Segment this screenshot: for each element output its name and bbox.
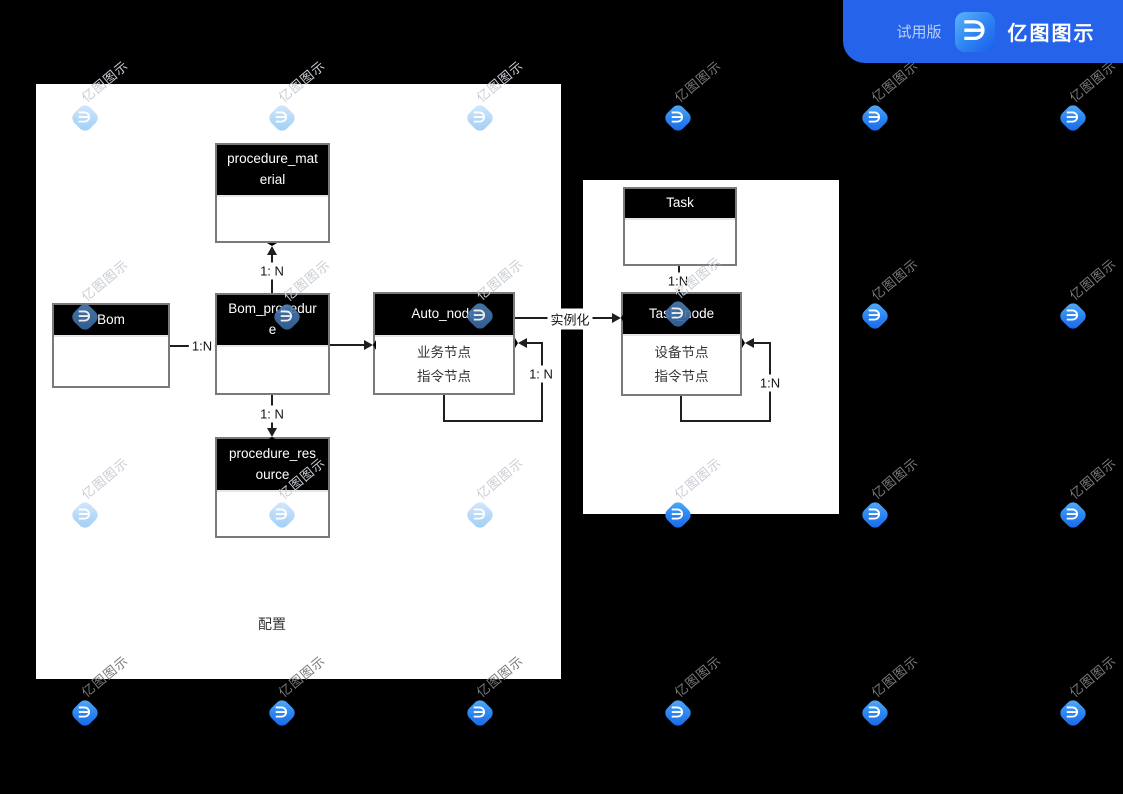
entity-task-node[interactable]: Task_node 设备节点 指令节点 (621, 292, 742, 396)
edraw-logo-icon: ∋ (859, 102, 891, 134)
entity-title: Bom_procedure (228, 301, 317, 337)
cardinality-label[interactable]: 1: N (526, 365, 556, 383)
entity-body (54, 337, 168, 386)
entity-body: 设备节点 指令节点 (623, 336, 740, 394)
edraw-logo-icon: ∋ (1057, 102, 1089, 134)
edraw-logo-icon: ∋ (859, 300, 891, 332)
arrowhead-down (267, 428, 277, 440)
entity-body-line: 指令节点 (417, 369, 471, 384)
relation-label-instantiate[interactable]: 实例化 (547, 308, 593, 330)
trial-version-badge[interactable]: 试用版 ∋ 亿图图示 (843, 0, 1123, 63)
connector-tasknode-selfloop (751, 342, 770, 344)
watermark-text: 亿图图示 (868, 255, 922, 304)
watermark-text: 亿图图示 (1066, 57, 1120, 106)
arrowhead-left (742, 338, 754, 348)
entity-body-line: 业务节点 (417, 345, 471, 361)
edraw-logo-icon: ∋ (662, 697, 694, 729)
entity-procedure-material[interactable]: procedure_material (215, 143, 330, 243)
connector-tasknode-selfloop (680, 420, 771, 422)
connector-bomprocedure-autonode (330, 344, 365, 346)
edraw-logo-icon: ∋ (266, 697, 298, 729)
entity-bom-procedure[interactable]: Bom_procedure (215, 293, 330, 395)
entity-body-line: 指令节点 (654, 369, 709, 384)
watermark-text: 亿图图示 (1066, 454, 1120, 503)
watermark-text: 亿图图示 (671, 57, 725, 106)
app-name: 亿图图示 (1007, 23, 1096, 45)
cardinality-label[interactable]: 1:N (188, 337, 216, 355)
entity-title: Task (666, 195, 694, 211)
watermark-text: 亿图图示 (1066, 652, 1120, 701)
watermark-text: 亿图图示 (868, 454, 922, 503)
entity-bom[interactable]: Bom (52, 303, 170, 388)
entity-procedure-resource[interactable]: procedure_resource (215, 437, 330, 538)
edraw-logo-icon: ∋ (69, 697, 101, 729)
edraw-logo-icon: ∋ (464, 697, 496, 729)
connector-autonode-selfloop (443, 395, 445, 422)
entity-task[interactable]: Task (623, 187, 737, 266)
edraw-app-logo-icon: ∋ (954, 11, 995, 52)
edraw-logo-glyph: ∋ (962, 16, 987, 46)
entity-body (217, 347, 328, 393)
entity-title: Bom (97, 311, 125, 327)
entity-body: 业务节点 指令节点 (375, 337, 513, 393)
watermark-text: 亿图图示 (868, 57, 922, 106)
entity-body (217, 197, 328, 241)
connector-autonode-selfloop (443, 420, 543, 422)
edraw-logo-icon: ∋ (859, 499, 891, 531)
watermark-text: 亿图图示 (1066, 255, 1120, 304)
watermark-text: 亿图图示 (868, 652, 922, 701)
arrowhead-right (364, 340, 376, 350)
arrowhead-right (612, 313, 624, 323)
entity-auto-node[interactable]: Auto_node 业务节点 指令节点 (373, 292, 515, 395)
entity-body-line: 设备节点 (654, 345, 709, 361)
trial-label: 试用版 (896, 24, 942, 41)
edraw-logo-icon: ∋ (859, 697, 891, 729)
canvas-caption[interactable]: 配置 (258, 616, 286, 632)
entity-title: procedure_material (227, 151, 318, 187)
cardinality-label[interactable]: 1: N (257, 405, 287, 423)
watermark-text: 亿图图示 (671, 652, 725, 701)
entity-title: procedure_resource (228, 445, 317, 482)
cardinality-label[interactable]: 1:N (756, 374, 784, 392)
arrowhead-up (267, 243, 277, 255)
connector-tasknode-selfloop (680, 396, 682, 422)
connector-autonode-selfloop (524, 342, 542, 344)
cardinality-label[interactable]: 1: N (257, 262, 287, 280)
arrowhead-left (515, 338, 527, 348)
edraw-logo-icon: ∋ (1057, 697, 1089, 729)
entity-title: Auto_node (411, 306, 477, 322)
edraw-logo-icon: ∋ (1057, 499, 1089, 531)
cardinality-label[interactable]: 1:N (664, 272, 692, 290)
edraw-logo-icon: ∋ (1057, 300, 1089, 332)
edraw-logo-icon: ∋ (662, 102, 694, 134)
